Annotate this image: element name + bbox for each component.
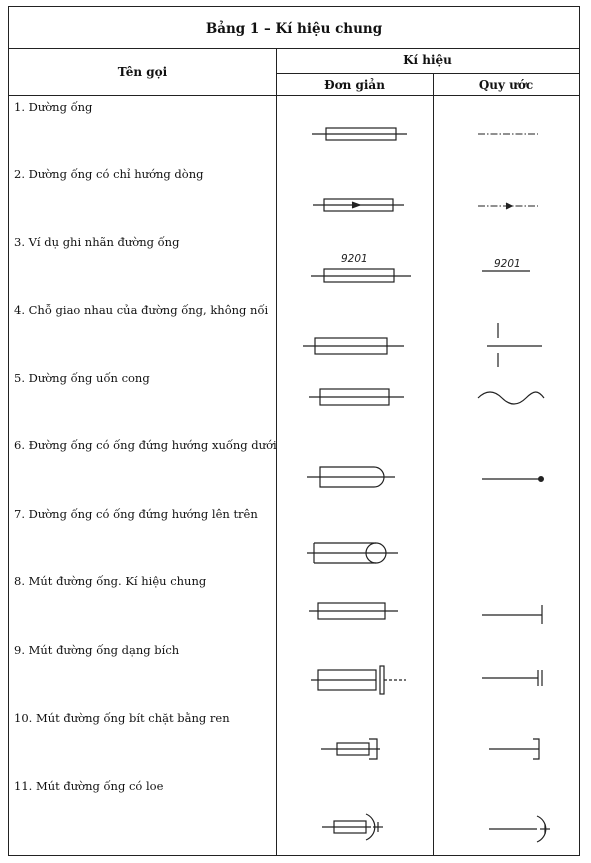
conventional-symbol-flange-end [482,670,543,686]
row-label-5: 5. Dường ống uốn cong [14,371,150,385]
row-label-10: 10. Mút đường ống bít chặt bằng ren [14,711,230,725]
header-name: Tên gọi [117,65,168,79]
column-divider-name [276,48,277,855]
header-convention: Quy ước [478,78,534,92]
simple-symbol-riser-down [307,466,395,488]
conventional-symbol-threaded-end [489,738,540,760]
row-label-6: 6. Đường ống có ống đứng hướng xuống dướ… [14,438,277,452]
row-label-1: 1. Dường ống [14,100,93,114]
simple-symbol-riser-up [307,542,398,564]
row-label-2: 2. Dường ống có chỉ hướng dòng [14,167,204,181]
title-divider [9,48,579,49]
header-divider [9,95,579,96]
conventional-symbol-riser-down [482,476,544,483]
conventional-symbol-end [482,605,543,624]
conventional-label-text: 9201 [494,258,521,270]
simple-symbol-pipe-label: 9201 [311,253,411,283]
simple-symbol-pipe [312,127,407,141]
row-label-4: 4. Chỗ giao nhau của đường ống, không nố… [14,303,269,317]
table-frame: Bảng 1 – Kí hiệu chung Tên gọi Kí hiệu Đ… [8,6,580,856]
simple-symbol-pipe-flow [313,198,404,212]
simple-symbol-flared-end [322,813,383,841]
row-label-8: 8. Mút đường ống. Kí hiệu chung [14,574,207,588]
conventional-symbol-crossing [487,323,542,367]
conventional-symbol-bent [477,391,545,405]
row-label-7: 7. Dường ống có ống đứng hướng lên trên [14,507,258,521]
conventional-symbol-pipe-flow [478,202,538,210]
simple-symbol-bent [309,388,404,406]
conventional-symbol-flared-end [489,815,550,843]
simple-symbol-threaded-end [321,738,380,760]
row-label-9: 9. Mút đường ống dạng bích [14,643,180,657]
header-symbol: Kí hiệu [403,53,452,67]
conventional-symbol-pipe-label: 9201 [482,258,530,272]
header-simple: Đơn giản [324,78,385,92]
simple-label-text: 9201 [341,253,368,265]
simple-symbol-end [309,602,398,620]
simple-symbol-crossing [303,337,404,355]
row-label-11: 11. Mút đường ống có loe [14,779,164,793]
table-title: Bảng 1 – Kí hiệu chung [205,21,383,37]
symbol-subheader-divider [276,73,579,74]
row-label-3: 3. Ví dụ ghi nhãn đường ống [14,235,180,249]
column-divider-symbol [433,73,434,855]
simple-symbol-flange-end [311,665,406,695]
